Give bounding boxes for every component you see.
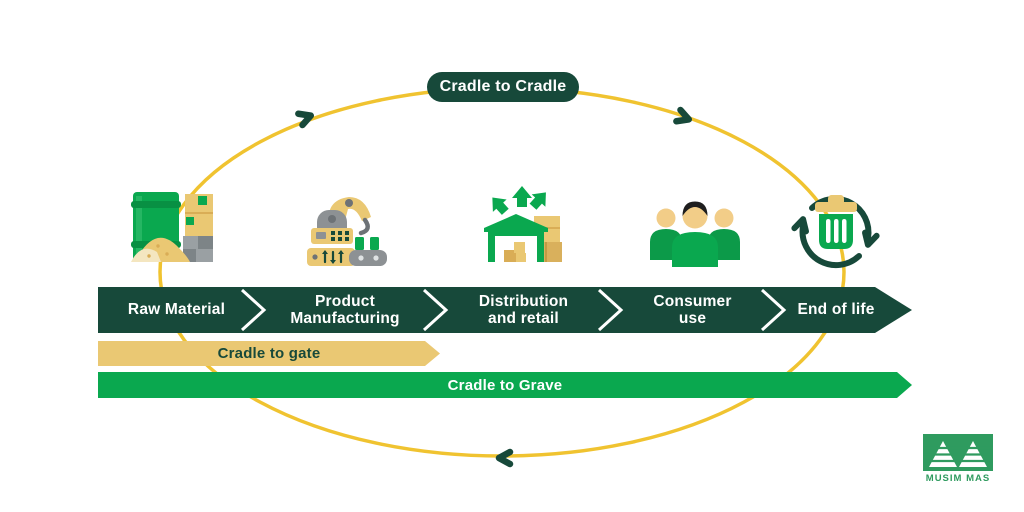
cycle-arrow-top-right (673, 106, 693, 125)
stage-product-manufacturing: Product Manufacturing (290, 292, 400, 327)
consumers-icon (650, 201, 740, 267)
stage-bar (98, 287, 912, 333)
stage-end-of-life: End of life (797, 301, 875, 319)
cycle-arrow-top-left (295, 110, 315, 129)
cradle-to-cradle-pill: Cradle to Cradle (427, 72, 579, 102)
cradle-to-gate-bar: Cradle to gate (98, 341, 440, 366)
cradle-to-grave-label: Cradle to Grave (447, 376, 563, 394)
recycle-trash-icon (791, 195, 880, 269)
musim-mas-logo-mark (923, 434, 993, 471)
cycle-arrow-bottom (495, 448, 514, 468)
raw-material-icon (131, 192, 213, 262)
musim-mas-logo-text: MUSIM MAS (925, 473, 991, 484)
stage-distribution-retail: Distribution and retail (478, 292, 569, 327)
cradle-to-gate-label: Cradle to gate (217, 345, 321, 362)
stage-raw-material: Raw Material (127, 301, 226, 319)
musim-mas-logo: MUSIM MAS (920, 434, 996, 484)
cradle-to-cradle-label: Cradle to Cradle (439, 78, 567, 95)
manufacturing-robot-arm-icon (307, 197, 387, 266)
cradle-to-grave-bar: Cradle to Grave (98, 372, 912, 398)
stage-consumer-use: Consumer use (653, 292, 732, 327)
warehouse-distribution-icon (484, 186, 562, 262)
